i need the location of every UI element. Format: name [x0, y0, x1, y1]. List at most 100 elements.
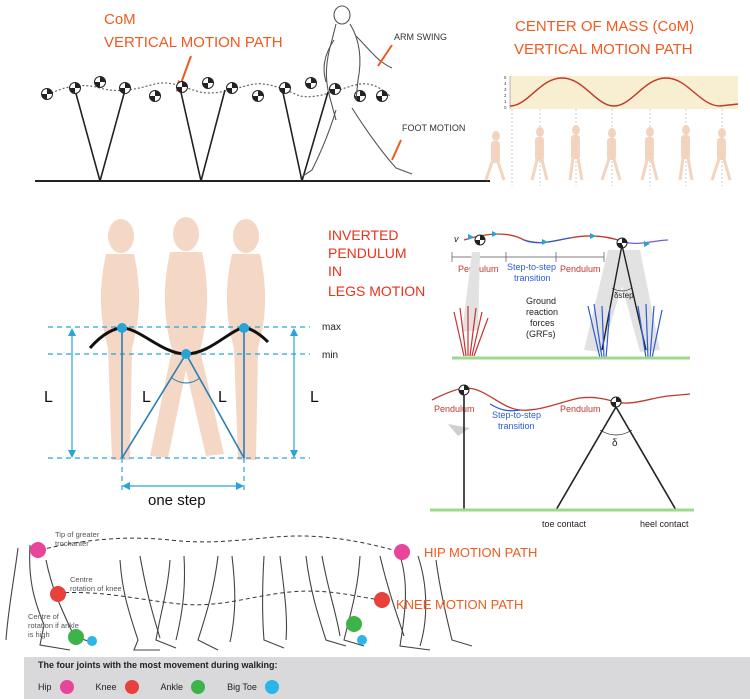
panel-com-sine-plot: CENTER OF MASS (CoM) VERTICAL MOTION PAT… — [484, 18, 739, 186]
walking-figure — [299, 5, 413, 179]
grf-force-vectors-red — [453, 306, 489, 357]
sine-tick-5: 5 — [504, 75, 507, 80]
joint-legend: The four joints with the most movement d… — [24, 657, 750, 699]
ankle-joint-right — [346, 616, 362, 632]
toe-joint-right — [357, 635, 367, 645]
inverted-pendulum-title-2: PENDULUM — [328, 245, 407, 261]
leg-length-mid-right: L — [218, 389, 227, 406]
com-point-left — [117, 323, 127, 333]
grf-transition-line2: transition — [514, 273, 551, 283]
panel1-title-line2: VERTICAL MOTION PATH — [104, 34, 283, 51]
simple-pendulum-left: Pendulum — [434, 404, 475, 414]
com-markers — [41, 76, 388, 102]
hip-joint-right — [394, 544, 410, 560]
leg-length-mid-left: L — [142, 389, 151, 406]
grf-force-vectors-blue — [587, 303, 663, 359]
grf-label-1: Ground — [526, 296, 556, 306]
knee-joint-left — [50, 586, 66, 602]
legend-item-knee: Knee — [96, 680, 139, 694]
knee-label-1: Centre — [70, 575, 93, 584]
ankle-label-2: rotation if ankle — [28, 621, 79, 630]
grf-com-marker-1 — [474, 234, 486, 246]
panel-grf-pendulum: v Pendulum Step-to-step transition Pendu… — [451, 231, 690, 360]
one-step-label: one step — [148, 492, 206, 509]
simple-delta: δ — [612, 438, 618, 449]
ankle-label-1: Centre of — [28, 612, 60, 621]
ankle-joint-left — [68, 629, 84, 645]
hip-motion-path-label: HIP MOTION PATH — [424, 545, 537, 560]
sine-tick-0: 0 — [504, 105, 507, 110]
legend-label-ankle: Ankle — [160, 682, 184, 692]
simple-delta-arc — [599, 429, 633, 436]
panel-simple-pendulum: Pendulum Step-to-step transition Pendulu… — [430, 384, 694, 529]
sine-guides — [511, 109, 723, 186]
panel1-title-line1: CoM — [104, 11, 136, 28]
grf-com-path-end — [623, 239, 669, 245]
simple-transition-line1: Step-to-step — [492, 410, 541, 420]
grf-delta-step: δstep — [614, 291, 634, 300]
simple-ghost-swing — [448, 424, 470, 436]
hip-motion-dashed-path — [39, 535, 401, 553]
legend-dot-ankle — [191, 680, 206, 694]
grf-transition-line1: Step-to-step — [507, 262, 556, 272]
hip-joint-left — [30, 542, 46, 558]
grf-delta-arc — [611, 287, 633, 292]
walking-silhouettes-small — [484, 125, 732, 181]
panel-inverted-pendulum: max min L L L L one step INVERTED PENDUL… — [44, 217, 425, 509]
simple-pendulum-right: Pendulum — [560, 404, 601, 414]
legend-label-knee: Knee — [95, 682, 117, 692]
grf-com-marker-2 — [616, 237, 628, 249]
legend-label-big-toe: Big Toe — [227, 682, 257, 692]
arrow-heads — [68, 328, 298, 490]
simple-com-marker-1 — [458, 384, 470, 396]
simple-com-marker-2 — [610, 396, 622, 408]
sine-y-ticks: 5 4 3 2 1 0 — [504, 75, 507, 110]
simple-leg-lines — [555, 406, 677, 511]
toe-joint-left — [87, 636, 97, 646]
panel1-arrow — [179, 55, 192, 87]
foot-motion-label: FOOT MOTION — [402, 123, 465, 133]
inverted-pendulum-title-1: INVERTED — [328, 227, 399, 243]
arm-swing-arrow — [377, 44, 393, 67]
simple-com-path-transition — [489, 403, 521, 412]
heel-contact-label: heel contact — [640, 519, 689, 529]
panel2-title-line1: CENTER OF MASS (CoM) — [515, 18, 694, 35]
legend-label-hip: Hip — [38, 682, 52, 692]
com-sine-curve — [509, 77, 739, 107]
ankle-label-3: is high — [28, 630, 50, 639]
leg-length-left: L — [44, 389, 53, 406]
legend-items: Hip Knee Ankle Big Toe — [38, 680, 301, 694]
velocity-label: v — [454, 234, 459, 244]
pendulum-legs — [74, 87, 329, 182]
leg-length-arrows — [71, 332, 295, 487]
grf-pendulum-right: Pendulum — [560, 264, 601, 274]
legend-item-big-toe: Big Toe — [227, 680, 279, 694]
legend-item-ankle: Ankle — [161, 680, 206, 694]
panel-joint-motion: Tip of greater trochanter Centre rotatio… — [5, 530, 537, 651]
foot-motion-arrow — [391, 139, 402, 161]
com-point-mid — [181, 349, 191, 359]
knee-label-2: rotation of knee — [70, 584, 122, 593]
leg-outlines — [5, 544, 473, 651]
legend-dot-knee — [124, 680, 139, 694]
sine-tick-3: 3 — [504, 87, 507, 92]
grf-arrow-markers — [468, 231, 650, 247]
grf-label-3: forces — [530, 318, 555, 328]
legend-item-hip: Hip — [38, 680, 74, 694]
sine-tick-4: 4 — [504, 81, 507, 86]
leg-length-right: L — [310, 389, 319, 406]
trochanter-label-1: Tip of greater — [55, 530, 100, 539]
trochanter-label-2: trochanter — [55, 539, 89, 548]
sine-tick-1: 1 — [504, 99, 507, 104]
grf-label-4: (GRFs) — [526, 329, 556, 339]
max-label: max — [322, 322, 341, 333]
pendulum-leg-lines — [121, 328, 245, 459]
arm-swing-label: ARM SWING — [394, 32, 447, 42]
panel-com-vertical-path: CoM VERTICAL MOTION PATH — [35, 5, 490, 182]
sine-plot-bg — [510, 76, 738, 109]
toe-contact-label: toe contact — [542, 519, 587, 529]
knee-joint-right — [374, 592, 390, 608]
inverted-pendulum-title-3: IN — [328, 263, 342, 279]
pendulum-angle-arc — [171, 377, 201, 384]
